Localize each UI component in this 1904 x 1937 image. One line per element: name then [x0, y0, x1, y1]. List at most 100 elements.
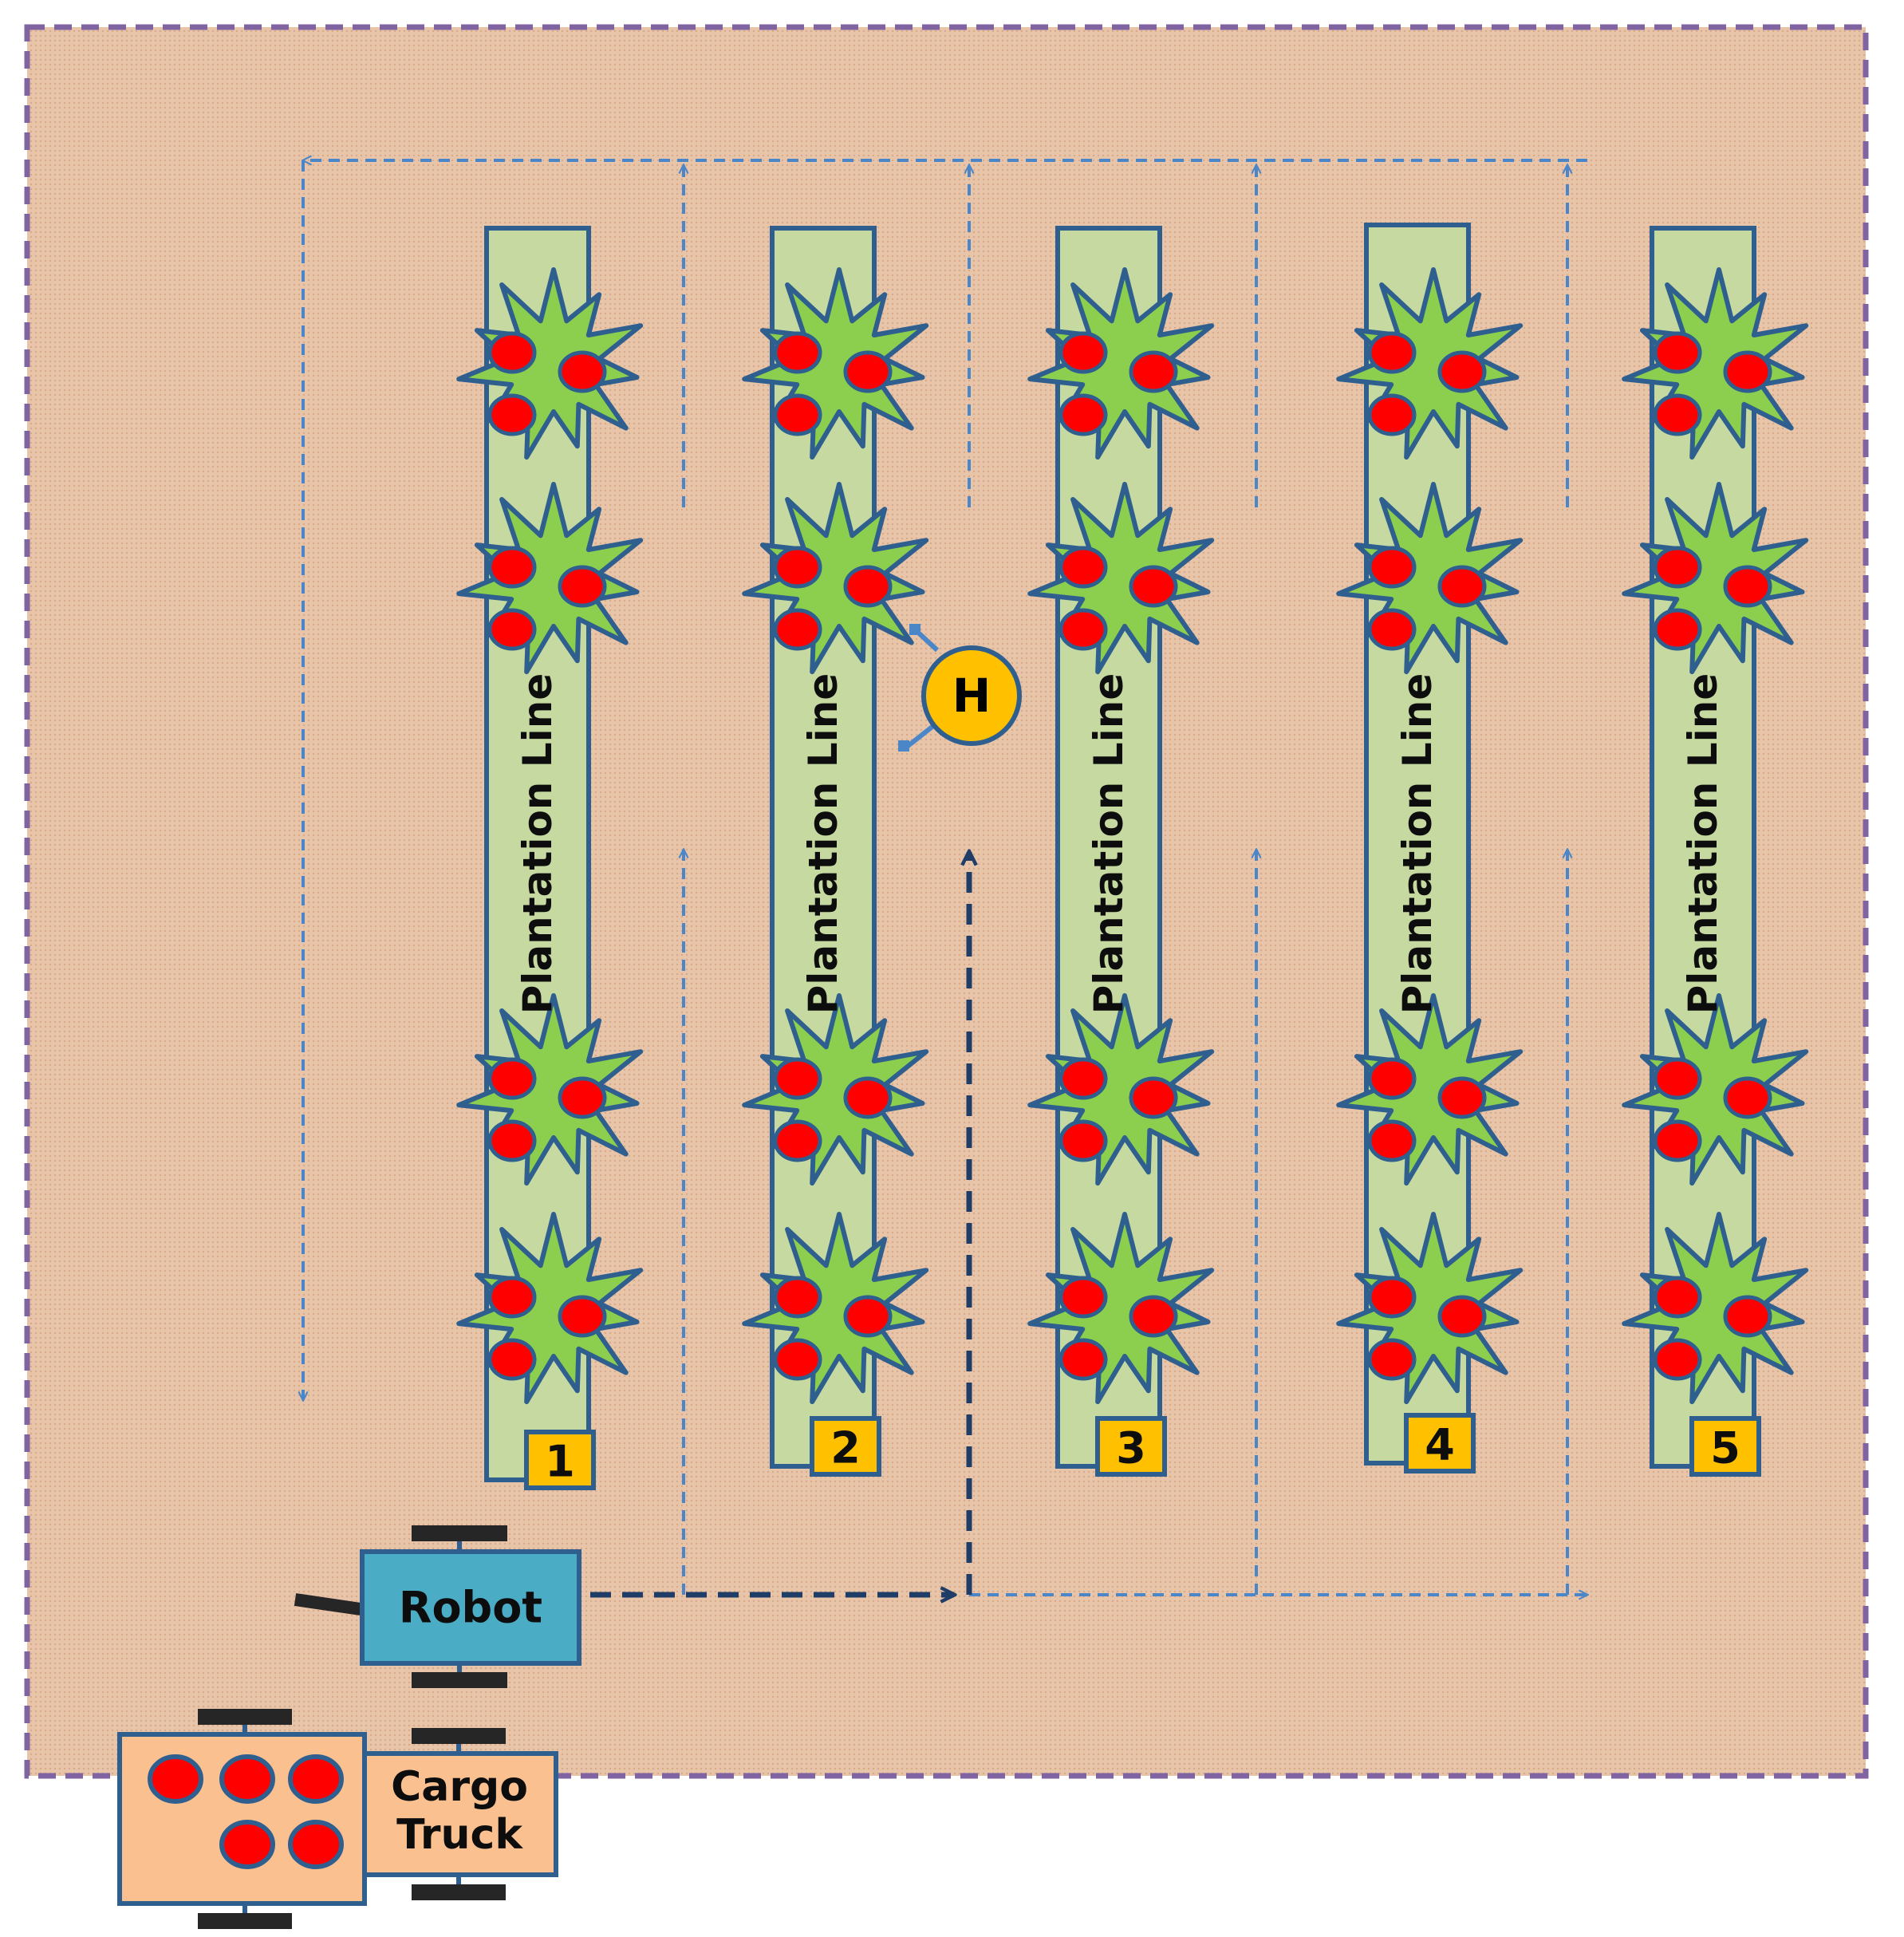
fruit	[1058, 546, 1108, 589]
plant	[742, 482, 929, 675]
fruit	[1723, 1076, 1772, 1119]
fruit	[1058, 1057, 1108, 1100]
row-number-badge	[1095, 1416, 1167, 1477]
truck-cab	[362, 1751, 558, 1877]
fruit	[1723, 1295, 1772, 1338]
plant	[1027, 267, 1215, 460]
plant	[742, 267, 929, 460]
fruit	[487, 1338, 537, 1381]
truck-fruit	[148, 1754, 203, 1804]
plantation-line-label: Plantation Line	[1086, 673, 1132, 1015]
fruit	[1058, 608, 1108, 651]
fruit	[773, 1057, 822, 1100]
fruit	[1058, 1276, 1108, 1319]
fruit	[487, 393, 537, 436]
cargo-truck: Cargo Truck	[117, 1709, 558, 1929]
fruit	[1653, 1119, 1702, 1162]
fruit	[773, 1119, 822, 1162]
fruit	[773, 393, 822, 436]
fruit	[773, 331, 822, 374]
fruit	[1058, 393, 1108, 436]
truck-fruit	[219, 1754, 275, 1804]
row-number-badge	[1689, 1416, 1761, 1477]
fruit	[1653, 1057, 1702, 1100]
fruit	[1653, 393, 1702, 436]
plantation-line-5: Plantation Line 5	[1622, 226, 1809, 1477]
row-number-badge	[1404, 1413, 1476, 1473]
plant	[1336, 993, 1524, 1186]
fruit	[487, 1119, 537, 1162]
truck-label-line2: Truck	[396, 1811, 523, 1859]
fruit	[1367, 1338, 1417, 1381]
fruit	[487, 1057, 537, 1100]
fruit	[773, 1338, 822, 1381]
robot-path	[303, 160, 1587, 1595]
plant	[1622, 993, 1809, 1186]
fruit	[1129, 1076, 1178, 1119]
fruit	[843, 1295, 893, 1338]
fruit	[843, 565, 893, 608]
fruit	[773, 608, 822, 651]
plant	[1622, 1212, 1809, 1405]
fruit	[1723, 565, 1772, 608]
fruit	[558, 1076, 607, 1119]
robot-label: Robot	[399, 1583, 542, 1633]
fruit	[1437, 565, 1487, 608]
truck-fruits	[148, 1754, 344, 1869]
row-number-badge	[810, 1416, 881, 1477]
fruit	[843, 350, 893, 393]
fruit	[1437, 1295, 1487, 1338]
plant	[1622, 482, 1809, 675]
truck-label-line1: Cargo	[391, 1763, 528, 1811]
fruit	[1367, 1057, 1417, 1100]
fruit	[1367, 331, 1417, 374]
fruit	[558, 565, 607, 608]
truck-fruit	[288, 1754, 344, 1804]
fruit	[1058, 331, 1108, 374]
fruit	[773, 1276, 822, 1319]
fruit	[1437, 350, 1487, 393]
row-number: 4	[1425, 1420, 1455, 1470]
fruit	[1653, 1276, 1702, 1319]
fruit	[487, 1276, 537, 1319]
fruit	[1653, 1338, 1702, 1381]
fruit	[1653, 331, 1702, 374]
plant	[742, 993, 929, 1186]
plant	[456, 1212, 644, 1405]
fruit	[487, 331, 537, 374]
plant	[1027, 482, 1215, 675]
fruit	[1058, 1119, 1108, 1162]
fruit	[1653, 546, 1702, 589]
robot: Robot	[294, 1525, 581, 1688]
fruit	[1367, 393, 1417, 436]
plant	[1336, 482, 1524, 675]
plantation-line-label: Plantation Line	[514, 673, 561, 1015]
fruit	[1367, 1276, 1417, 1319]
fruit	[1129, 565, 1178, 608]
fruit	[1437, 1076, 1487, 1119]
robot-wheel-bottom	[412, 1672, 507, 1688]
fruit	[1367, 546, 1417, 589]
truck-fruit	[288, 1820, 344, 1869]
plant	[1027, 1212, 1215, 1405]
fruit	[843, 1076, 893, 1119]
plantation-line-label: Plantation Line	[1680, 673, 1726, 1015]
fruit	[487, 546, 537, 589]
fruit	[558, 1295, 607, 1338]
robot-body	[360, 1549, 581, 1666]
truck-fruit	[219, 1820, 275, 1869]
plant	[1622, 267, 1809, 460]
plantation-line-label: Plantation Line	[1394, 673, 1441, 1015]
robot-wheel-top	[412, 1525, 507, 1541]
plantation-line-4: Plantation Line 4	[1336, 223, 1524, 1473]
row-number: 5	[1710, 1423, 1740, 1473]
row-number: 2	[830, 1423, 861, 1473]
plant	[456, 267, 644, 460]
fruit	[1367, 608, 1417, 651]
